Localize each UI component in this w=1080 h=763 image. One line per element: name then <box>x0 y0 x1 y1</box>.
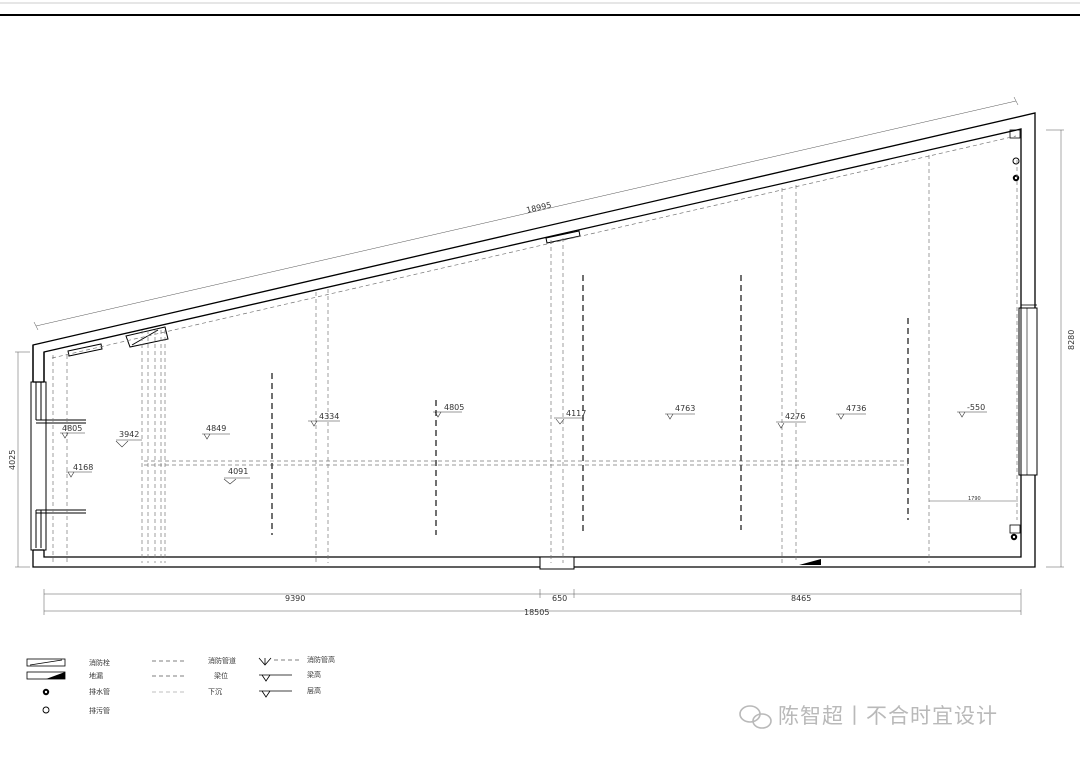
legend-label: 排水管 <box>89 687 110 696</box>
drain-pipe-legend-icon-center <box>44 690 48 694</box>
walls <box>32 112 1036 568</box>
vent-pipe-icon <box>1012 157 1020 165</box>
dim-bottom-left: 9390 <box>285 594 305 603</box>
slope-dimension-label: 18995 <box>525 200 552 214</box>
elev-label: 4334 <box>319 412 339 421</box>
left-dimension-label: 4025 <box>8 450 17 470</box>
wall-openings <box>30 307 1038 570</box>
elev-label: 4276 <box>785 412 805 421</box>
elevation-labels: 4805 4168 3942 4849 4091 4334 4805 4117 … <box>62 403 985 476</box>
legend-label: 梁位 <box>214 671 228 680</box>
legend-label: 消防管道 <box>208 656 236 665</box>
dim-bottom-mid: 650 <box>552 594 567 603</box>
elev-label: 4168 <box>73 463 93 472</box>
legend-label: 消防栓 <box>89 658 110 667</box>
dim-bottom-total: 18505 <box>524 608 549 617</box>
elev-label: -550 <box>967 403 985 412</box>
drain-pipe-icon-center <box>1014 176 1018 180</box>
bottom-dimension <box>43 589 1022 615</box>
fire-pipe-height-icon <box>258 657 300 666</box>
elev-label: 4849 <box>206 424 226 433</box>
elev-label: 4117 <box>566 409 586 418</box>
elev-label: 4091 <box>228 467 248 476</box>
dim-small: 1790 <box>968 496 981 502</box>
vent-pipe-legend-icon <box>42 706 50 714</box>
dashed-lines <box>51 135 1018 563</box>
hydrant-legend-icon <box>26 658 66 667</box>
legend-label: 下沉 <box>208 688 222 696</box>
corner-box <box>1009 129 1021 139</box>
elev-label: 4805 <box>62 424 82 433</box>
left-dimension <box>15 351 30 568</box>
legend-label: 消防管高 <box>307 655 335 664</box>
beam-height-icon <box>259 674 292 682</box>
drain-pipe-icon-2-center <box>1012 535 1016 539</box>
floor-drain-legend-icon <box>26 671 66 680</box>
floor-height-icon <box>259 690 292 698</box>
beam-lines <box>271 275 909 535</box>
right-dimension <box>1046 129 1064 568</box>
elev-label: 4763 <box>675 404 695 413</box>
elev-label: 4805 <box>444 403 464 412</box>
corner-box-2 <box>1009 524 1021 534</box>
wechat-logo-icon <box>739 705 772 729</box>
legend-label: 地漏 <box>89 671 103 680</box>
right-dimension-label: 8280 <box>1067 330 1076 350</box>
left-window-upper <box>35 382 86 424</box>
elevation-markers <box>60 411 987 485</box>
legend: 消防栓 地漏 排水管 排污管 消防管道 梁位 下沉 消防管高 梁高 <box>26 655 335 715</box>
watermark: 陈智超丨不合时宜设计 <box>736 700 1056 736</box>
floor-drain-mark <box>799 559 821 565</box>
watermark-text: 陈智超丨不合时宜设计 <box>778 704 998 728</box>
dim-bottom-right: 8465 <box>791 594 811 603</box>
column-box <box>125 326 169 348</box>
hydrant-box <box>67 230 581 357</box>
slope-dimension <box>33 96 1019 331</box>
elev-label: 3942 <box>119 430 139 439</box>
legend-label: 排污管 <box>89 706 110 715</box>
legend-label: 层高 <box>307 686 321 695</box>
elev-label: 4736 <box>846 404 866 413</box>
legend-label: 梁高 <box>307 670 321 679</box>
left-window-lower <box>35 509 86 548</box>
